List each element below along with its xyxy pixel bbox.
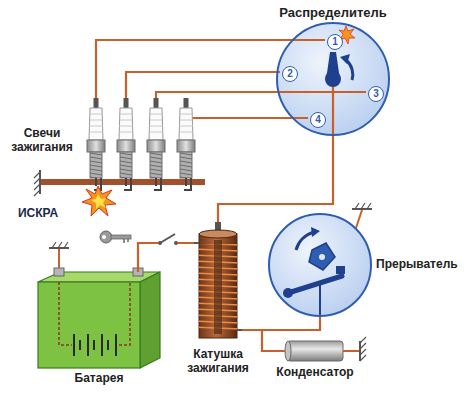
distributor-rotor: [325, 26, 355, 87]
hv-wires: [96, 40, 366, 136]
plugs-label: Свечи зажигания: [2, 126, 82, 155]
key-icon: [100, 231, 131, 243]
breaker-mechanism: [283, 203, 372, 317]
callout-number: 1: [332, 37, 338, 47]
battery-drawing: [38, 242, 160, 368]
part-name: Распределитель: [279, 6, 387, 21]
wire-connector: [242, 317, 320, 330]
terminal-number: 2: [282, 66, 298, 82]
callout-number: 3: [373, 89, 379, 99]
condenser-drawing: [285, 337, 366, 361]
wire-connector: [218, 136, 333, 222]
condenser-box: Конденсатор: [285, 340, 345, 362]
battery-box: Батарея: [38, 272, 160, 368]
part-name: Конденсатор: [260, 366, 370, 380]
coil-box: Катушка зажигания: [194, 222, 242, 344]
distributor-circle: Распределитель1234: [276, 22, 390, 136]
breaker-fill: [269, 214, 371, 316]
terminal-number: 3: [368, 86, 384, 102]
wire-connector: [242, 330, 285, 351]
callout-number: 4: [315, 115, 321, 125]
part-name: Батарея: [75, 372, 124, 386]
terminal-number: 1: [327, 34, 343, 50]
callout-number: 2: [287, 69, 293, 79]
part-name: Катушка зажигания: [168, 348, 268, 376]
coil-drawing: [194, 222, 244, 338]
spark-label: ИСКРА: [8, 206, 68, 220]
breaker-circle: Прерыватель: [268, 213, 372, 317]
spark-plugs: [34, 98, 205, 216]
terminal-number: 4: [310, 112, 326, 128]
part-name: Прерыватель: [376, 258, 458, 272]
